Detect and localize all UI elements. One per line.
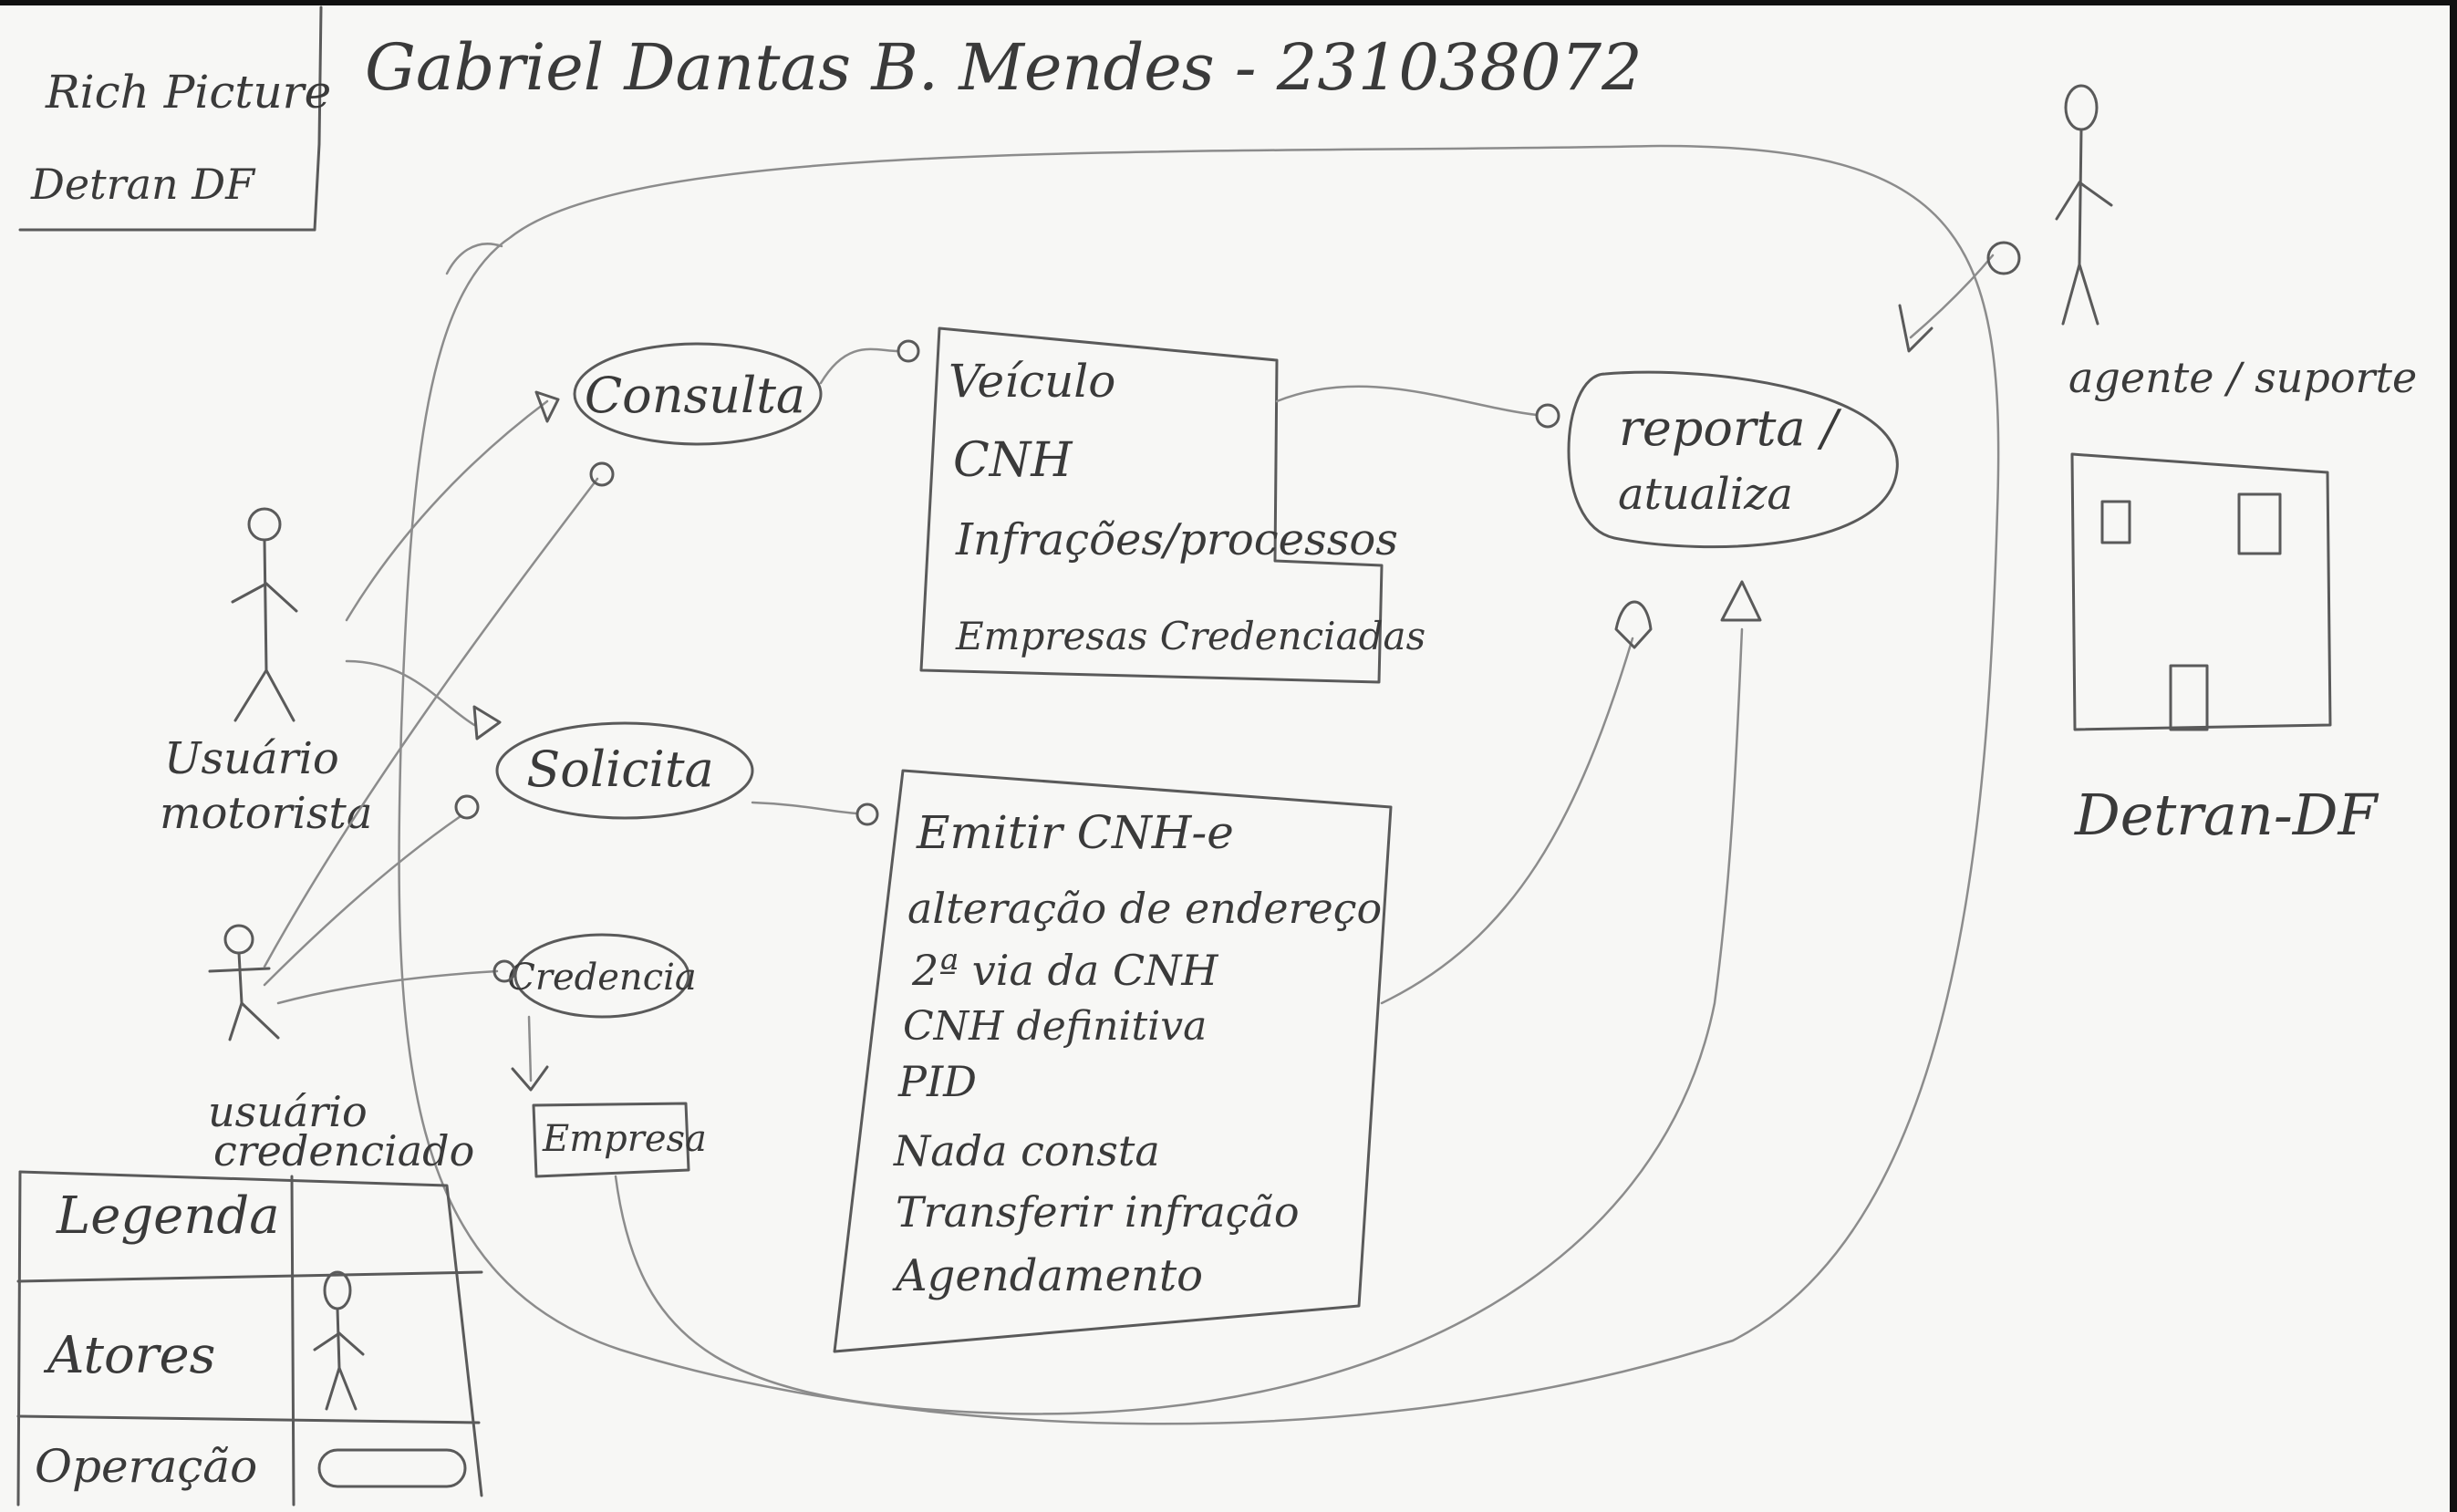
solicita-item-6: Nada consta [893,1126,1160,1175]
link-credenciado-solicita [263,814,462,987]
op-solicita: Solicita [495,721,754,820]
solicita-box: Emitir CNH-e alteração de endereço 2ª vi… [833,769,1393,1353]
link-solicitabox-reporta [1380,637,1634,1005]
consulta-item-3: Infrações/processos [955,514,1398,565]
legend-grid [16,1170,483,1507]
empresa-box: Empresa [532,1102,707,1178]
arrowhead-icon [472,705,502,740]
actor-motorista: Usuário motorista [160,507,372,839]
author-line: Gabriel Dantas B. Mendes - 231038072 [365,30,1643,105]
solicita-item-8: Agendamento [892,1250,1203,1301]
title-box-line1: Rich Picture [45,66,331,119]
legend-title: Legenda [56,1186,280,1246]
op-consulta: Consulta [573,342,823,446]
legend-oval-icon [317,1448,467,1488]
building-detran: Detran-DF [2070,452,2379,848]
title-box-line2: Detran DF [30,160,256,209]
empresa-label: Empresa [542,1118,707,1160]
consulta-item-4: Empresas Credenciadas [955,614,1425,658]
legend-row-label-2: Operação [35,1440,257,1493]
link-motorista-consulta [345,399,549,622]
oval-shape [573,342,823,446]
oval-shape [1567,370,1899,549]
solicita-item-3: 2ª via da CNH [911,946,1218,995]
link-consulta-box [819,347,900,385]
arrowhead-icon [511,1065,549,1092]
op-consulta-label: Consulta [585,367,805,424]
op-reporta: reporta / atualiza [1567,370,1899,549]
connectors [263,241,2021,1415]
op-credencia: Credencia [507,933,697,1019]
credenciado-label-2: credenciado [213,1126,474,1175]
connector-end-icon [492,959,516,983]
op-reporta-label-2: atualiza [1618,469,1793,520]
connector-end-icon [1986,241,2021,275]
legend-actor-icon [313,1270,365,1411]
consulta-box: Veículo CNH Infrações/processos Empresas… [919,326,1425,684]
link-credenciado-credencia [276,969,499,1005]
solicita-item-2: alteração de endereço [907,884,1382,933]
connector-end-icon [1535,403,1560,429]
consulta-item-1: Veículo [949,355,1115,408]
system-boundary [398,144,2000,1425]
stick-figure-icon [231,507,298,722]
boundary-tail [445,243,503,275]
agente-label: agente / suporte [2068,353,2417,402]
link-agente-reporta [1909,254,1995,339]
oval-shape [513,933,690,1019]
link-solicita-box [751,801,859,815]
op-solicita-label: Solicita [526,740,713,798]
title-box: Rich Picture Detran DF [18,5,331,232]
solicita-item-5: PID [897,1057,977,1106]
solicita-item-7: Transferir infração [896,1187,1300,1237]
solicita-item-4: CNH definitiva [903,1003,1207,1050]
arrowhead-icon [1614,600,1653,649]
actor-agente: agente / suporte [2055,84,2417,402]
motorista-label-2: motorista [160,788,372,839]
stick-figure-icon [2055,84,2113,326]
arrowhead-icon [1898,304,1933,353]
arrowhead-icon [1720,580,1762,622]
building-icon [2070,452,2332,731]
connector-end-icon [855,803,879,826]
op-credencia-label: Credencia [507,957,696,999]
actor-credenciado: usuário credenciado [208,924,474,1175]
link-credencia-empresa [527,1015,533,1082]
consulta-item-2: CNH [953,433,1073,488]
connector-end-icon [897,339,920,363]
connector-end-icon [454,794,480,820]
connector-end-icon [589,461,615,487]
link-consultabox-reporta [1275,385,1539,417]
stick-figure-icon [208,924,280,1041]
legend: Legenda Atores Operação [16,1170,483,1507]
oval-shape [495,721,754,820]
building-label: Detran-DF [2074,782,2379,848]
motorista-label-1: Usuário [164,733,339,784]
solicita-item-1: Emitir CNH-e [916,806,1234,859]
link-empresa-reporta [614,627,1744,1415]
op-reporta-label-1: reporta / [1619,399,1842,457]
arrowhead-icon [534,390,560,423]
link-motorista-solicita [345,659,476,727]
credenciado-label-1: usuário [208,1087,368,1136]
link-credenciado-consulta [263,477,599,968]
legend-row-label-1: Atores [43,1326,215,1385]
